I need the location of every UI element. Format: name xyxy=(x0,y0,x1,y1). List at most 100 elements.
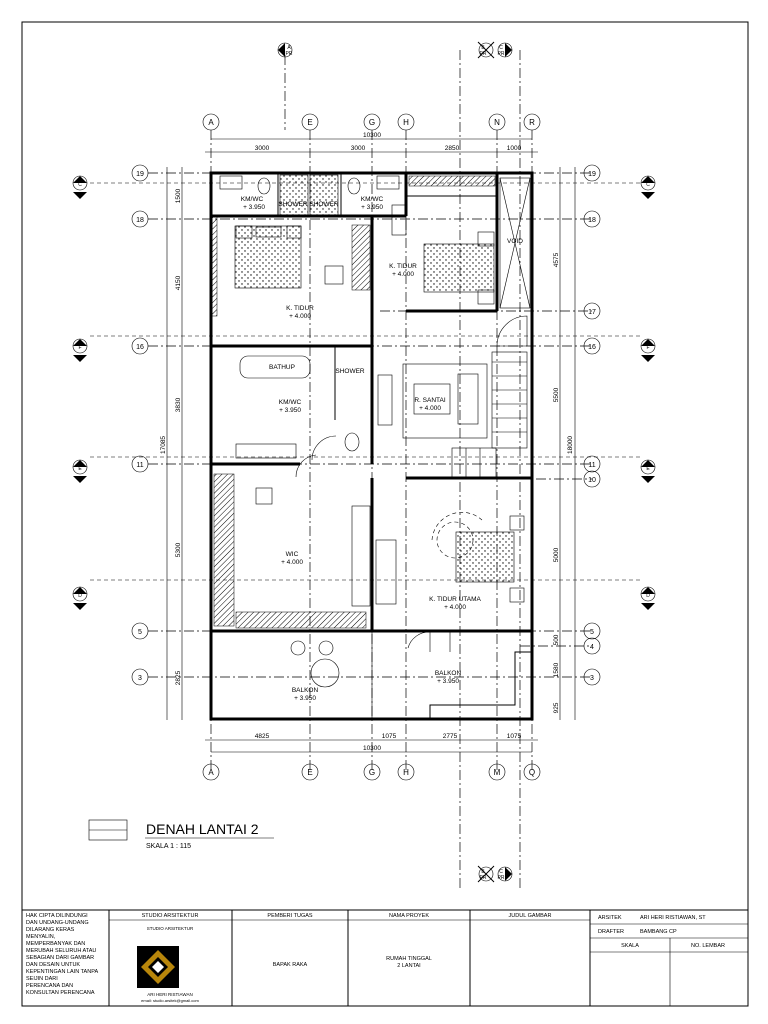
drawing-scale: SKALA 1 : 115 xyxy=(146,843,191,850)
dim-left: 3830 xyxy=(175,397,182,412)
section-marker-top-a: APR xyxy=(277,42,293,58)
copyright-line: SEIJIN DARI xyxy=(26,976,58,982)
section-marker-left-d: D xyxy=(72,586,88,610)
copyright-line: HAK CIPTA DILINDUNGI xyxy=(26,913,88,919)
grid-label: 18 xyxy=(136,217,144,224)
room-name: WIC xyxy=(286,551,299,558)
section-marker-right-c: C xyxy=(640,175,656,199)
dim-top: 3000 xyxy=(255,145,270,152)
svg-text:D: D xyxy=(78,593,82,599)
grid-label: 17 xyxy=(588,309,596,316)
section-marker-right-e: E xyxy=(640,459,656,483)
grid-label: 16 xyxy=(136,344,144,351)
dim-left: 5300 xyxy=(175,542,182,557)
room-name: BATHUP xyxy=(269,364,295,371)
studio-contact: email: studio.arsitek@gmail.com xyxy=(141,998,199,1003)
stair xyxy=(451,315,528,479)
bathroom-middle-fixtures xyxy=(235,355,360,461)
section-marker-right-f: F xyxy=(640,338,656,362)
svg-text:PR: PR xyxy=(498,875,505,881)
dim-bottom: 2775 xyxy=(443,733,458,740)
dim-left: 2825 xyxy=(175,670,182,685)
room-name: BALKON xyxy=(435,670,462,677)
svg-text:B: B xyxy=(481,45,485,51)
copyright-line: MERUBAH SELURUH ATAU xyxy=(26,948,96,954)
studio-header: STUDIO ARSITEKTUR xyxy=(142,913,199,919)
room-name: K. TIDUR xyxy=(286,305,314,312)
drawing-title: DENAH LANTAI 2 xyxy=(146,821,259,837)
dim-right: 4575 xyxy=(553,252,560,267)
section-marker-bottom-c: CPR xyxy=(498,866,513,882)
copyright-line: DILARANG KERAS xyxy=(26,927,75,933)
section-marker-bottom-b: BPR xyxy=(477,865,495,883)
room-name: SHOWER xyxy=(309,201,339,208)
sheet-border xyxy=(21,21,749,1007)
dim-right-total: 18000 xyxy=(567,436,574,454)
svg-text:A: A xyxy=(287,45,291,51)
dim-top-total: 10300 xyxy=(363,132,381,139)
grid-label: N xyxy=(494,118,500,127)
grid-label: 4 xyxy=(590,644,594,651)
svg-text:C: C xyxy=(78,182,82,188)
section-marker-left-c: C xyxy=(72,175,88,199)
copyright-line: KONSULTAN PERENCANA xyxy=(26,990,95,996)
svg-text:C: C xyxy=(646,182,650,188)
dim-bottom: 1075 xyxy=(382,733,397,740)
room-level: + 4.000 xyxy=(444,604,466,611)
copyright-line: DAN DESAIN UNTUK xyxy=(26,962,80,968)
copyright-line: KEPENTINGAN LAIN TANPA xyxy=(26,969,98,975)
project-name: 2 LANTAI xyxy=(397,963,421,969)
grid-bubbles-right: 19 18 17 16 11 10 5 4 3 xyxy=(583,164,601,686)
room-level: + 3.950 xyxy=(243,204,265,211)
svg-text:PR: PR xyxy=(480,51,487,57)
svg-text:D: D xyxy=(646,593,650,599)
dim-left-total: 17085 xyxy=(160,436,167,454)
grid-label: G xyxy=(369,768,375,777)
copyright-line: MENYALIN, xyxy=(26,934,56,940)
grid-label: 5 xyxy=(138,629,142,636)
grid-label: M xyxy=(494,768,501,777)
room-name: K. TIDUR xyxy=(389,263,417,270)
grid-label: H xyxy=(403,768,409,777)
grid-bubbles-left: 19 18 16 11 5 3 xyxy=(131,164,149,686)
room-name: VOID xyxy=(507,238,523,245)
room-level: + 4.000 xyxy=(281,559,303,566)
svg-text:PR: PR xyxy=(498,51,505,57)
room-level: + 3.950 xyxy=(361,204,383,211)
dim-left: 4150 xyxy=(175,275,182,290)
studio-logo xyxy=(137,946,179,988)
svg-text:F: F xyxy=(78,345,81,351)
grid-label: Q xyxy=(529,768,535,777)
room-level: + 3.950 xyxy=(294,695,316,702)
section-marker-right-d: D xyxy=(640,586,656,610)
project-header: NAMA PROYEK xyxy=(389,913,429,919)
grid-label: G xyxy=(369,118,375,127)
room-name: SHOWER xyxy=(335,368,365,375)
grid-label: E xyxy=(307,118,312,127)
architect-label: ARSITEK xyxy=(598,915,622,921)
svg-text:C: C xyxy=(499,869,503,875)
client-name: BAPAK RAKA xyxy=(273,962,308,968)
section-marker-left-e: E xyxy=(72,459,88,483)
scale-label: SKALA xyxy=(621,943,639,949)
room-level: + 4.000 xyxy=(392,271,414,278)
dim-top: 3000 xyxy=(351,145,366,152)
room-name: BALKON xyxy=(292,687,319,694)
room-level: + 3.950 xyxy=(437,678,459,685)
room-name: SHOWER xyxy=(278,201,308,208)
studio-name: STUDIO ARSITEKTUR xyxy=(147,926,194,931)
grid-label: A xyxy=(208,768,214,777)
dim-right: 500 xyxy=(553,634,560,645)
drawing-title-block: DENAH LANTAI 2 SKALA 1 : 115 xyxy=(88,819,274,850)
grid-label: R xyxy=(529,118,535,127)
bedroom-2-furniture xyxy=(391,204,495,305)
grid-bubbles-bottom: A E G H M Q xyxy=(202,763,541,781)
grid-label: 11 xyxy=(136,462,143,469)
grid-axes xyxy=(90,50,640,890)
svg-text:PR: PR xyxy=(480,875,487,881)
room-name: KM/WC xyxy=(279,399,302,406)
balcony-furniture xyxy=(310,658,340,688)
grid-label: 3 xyxy=(138,675,142,682)
room-name: K. TIDUR UTAMA xyxy=(429,596,481,603)
dim-top: 1000 xyxy=(507,145,522,152)
